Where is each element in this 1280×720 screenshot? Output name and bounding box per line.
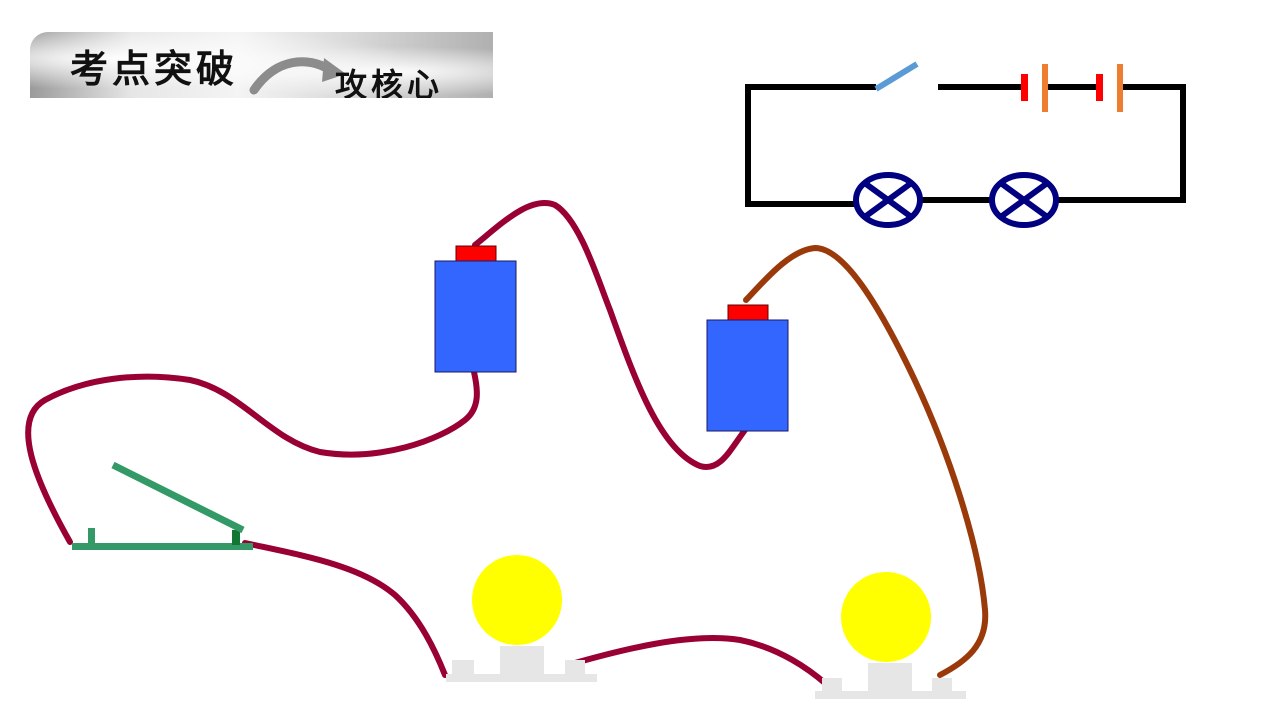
circuit-schematic [745,61,1186,228]
curved-arrow-icon [249,57,346,95]
banner-title-right: 攻核心 [335,66,444,98]
switch-post-left [88,528,95,544]
banner-title-left: 考点突破 [70,46,239,91]
cell-short-plate [1021,74,1028,101]
switch-base [72,543,253,550]
wire-battery1-to-battery2 [472,200,748,470]
schematic-cell-1 [1021,64,1048,112]
battery-2 [706,304,789,432]
section-banner: 考点突破 攻核心 [30,32,493,98]
bulb-socket [500,646,544,674]
bulb-1 [446,555,597,682]
bulb-terminal-left [822,678,842,692]
bulb-glass [841,572,931,662]
schematic-cell-2 [1096,64,1123,112]
bulb-2 [815,572,966,699]
battery-body [434,260,517,373]
wire-switch-to-battery1 [25,369,480,545]
battery-terminal [455,245,497,262]
bulb-base [815,691,966,699]
cell-short-plate [1096,74,1103,101]
cell-long-plate [1117,64,1123,112]
battery-1 [434,245,517,373]
battery-body [706,319,789,432]
schematic-lamp-1 [853,172,923,228]
knife-switch [72,461,253,550]
bulb-terminal-left [452,660,474,675]
schematic-lamp-2 [989,172,1059,228]
bulb-socket [868,663,912,691]
wire-battery2-to-bulb2 [743,244,989,678]
switch-post-right [232,530,240,545]
schematic-switch [874,61,919,92]
bulb-base [446,674,597,682]
schematic-wire-left [745,84,876,207]
battery-terminal [727,304,769,321]
schematic-wires [745,84,1186,207]
physical-wires [25,200,989,687]
switch-blade [111,461,245,534]
cell-long-plate [1042,64,1048,112]
bulb-glass [472,555,562,645]
schematic-wire-right [1054,84,1186,203]
bulb-terminal-right [932,678,952,692]
bulb-terminal-right [565,660,585,675]
wire-bulb1-to-bulb2 [565,635,829,687]
wire-switch-to-bulb1 [242,540,448,678]
